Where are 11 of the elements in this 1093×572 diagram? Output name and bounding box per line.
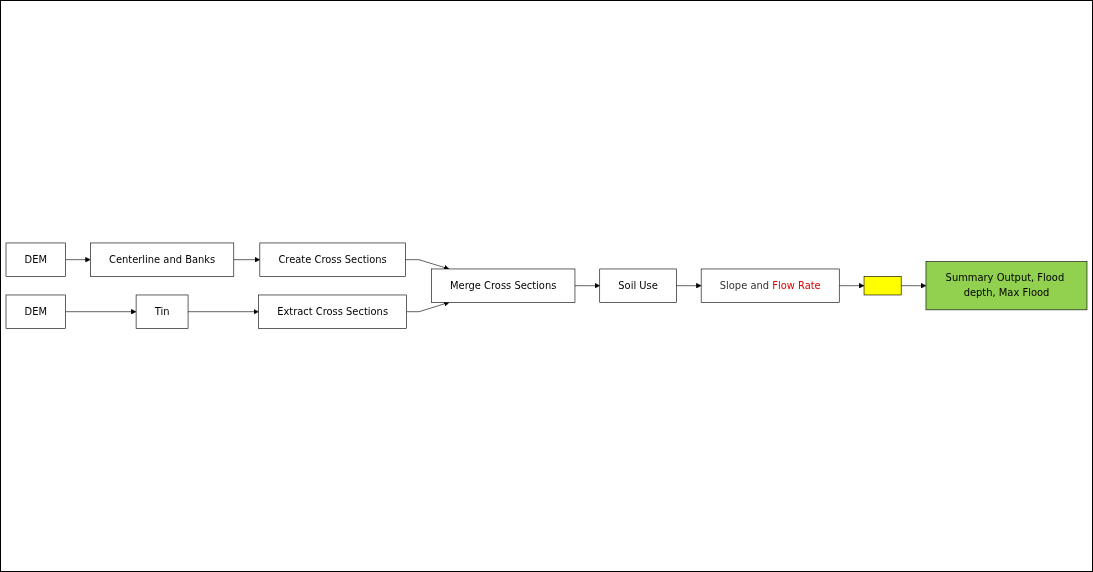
node-box: Tin bbox=[135, 295, 189, 330]
node-box: DEM bbox=[5, 295, 66, 330]
node-box: Extract Cross Sections bbox=[258, 295, 407, 330]
node-box: Create Cross Sections bbox=[259, 242, 406, 277]
node-box: Slope and Flow Rate bbox=[700, 268, 840, 304]
node-box: Centerline and Banks bbox=[90, 242, 235, 277]
node-box: Merge Cross Sections bbox=[431, 268, 576, 304]
node-box: DEM bbox=[5, 242, 66, 277]
node-box bbox=[863, 276, 902, 296]
node-box: Summary Output, Flood depth, Max Flood bbox=[925, 261, 1088, 311]
node-box: Soil Use bbox=[599, 268, 677, 304]
